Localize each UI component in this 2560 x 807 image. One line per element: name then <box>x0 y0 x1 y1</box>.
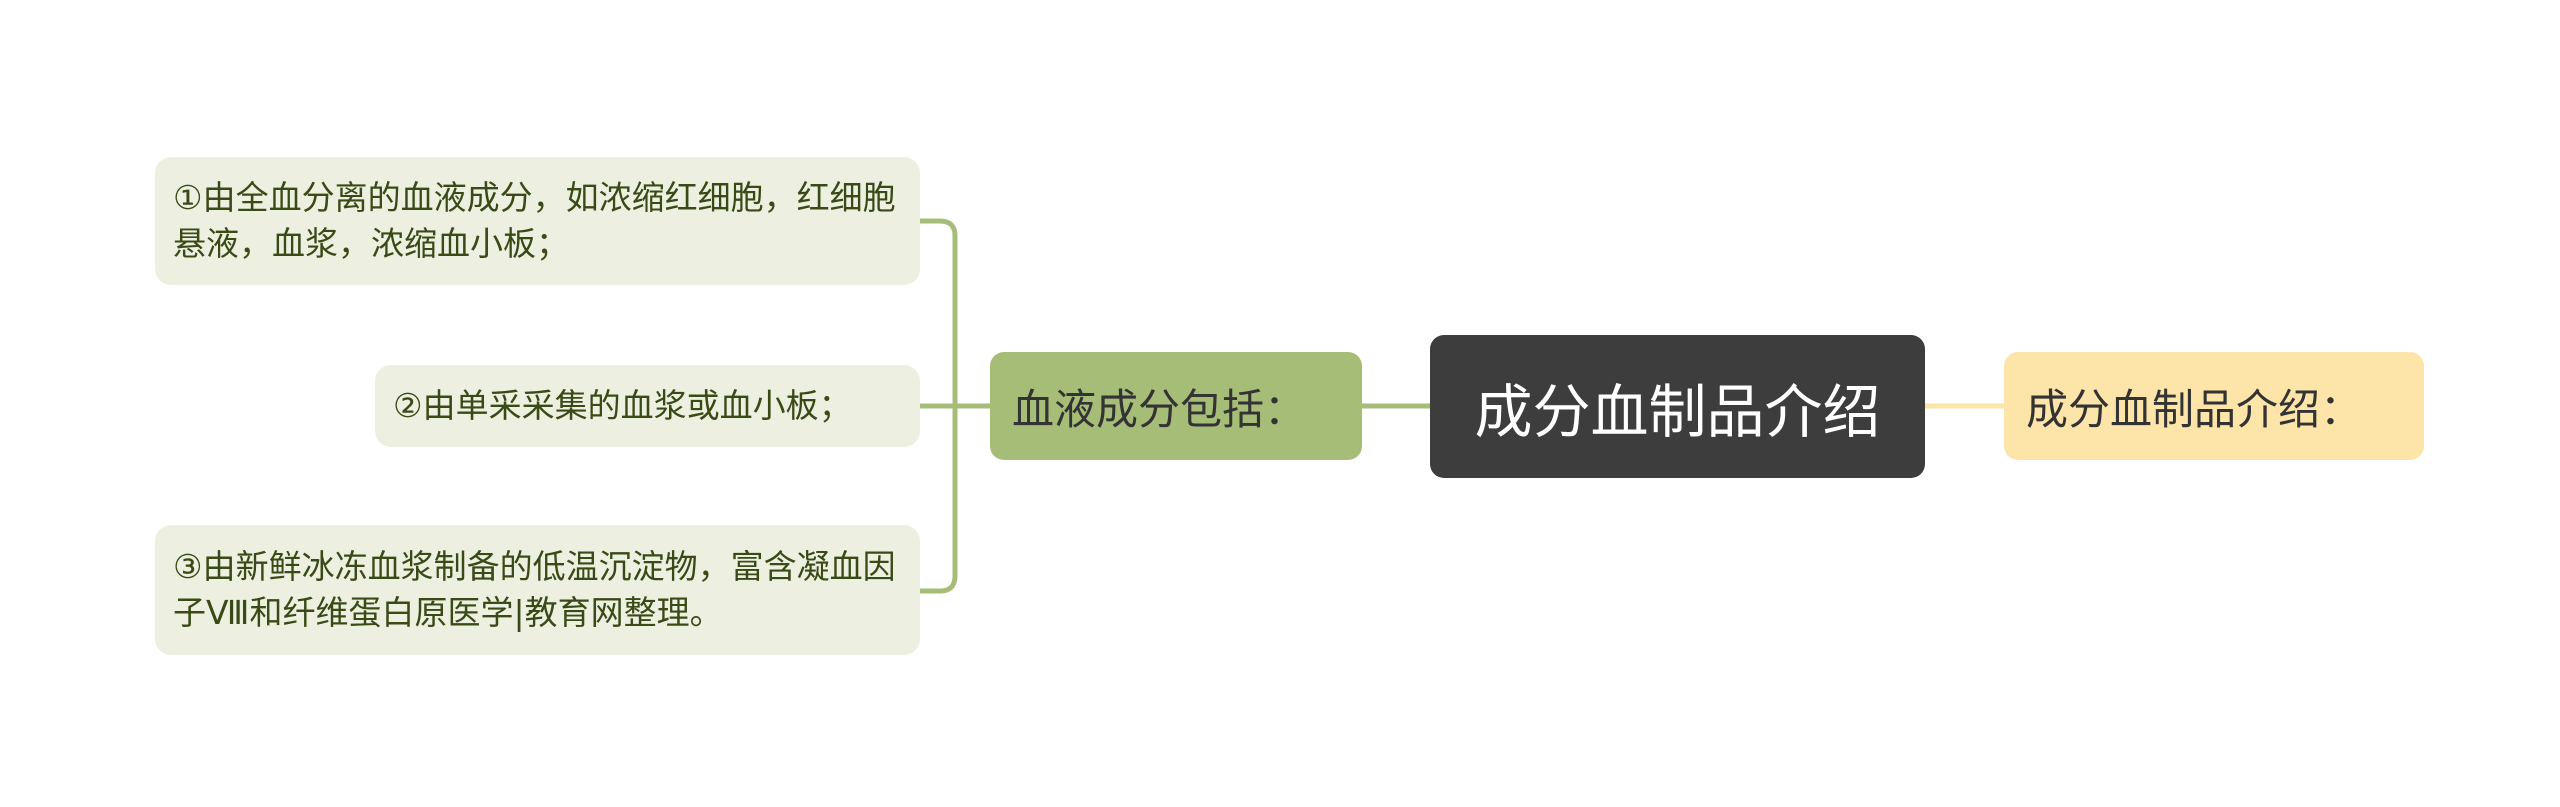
leaf-node-2[interactable]: ②由单采采集的血浆或血小板； <box>375 365 920 447</box>
leaf-node-1[interactable]: ①由全血分离的血液成分，如浓缩红细胞，红细胞悬液，血浆，浓缩血小板； <box>155 157 920 285</box>
leaf-node-3-text: ③由新鲜冰冻血浆制备的低温沉淀物，富含凝血因子Ⅷ和纤维蛋白原医学|教育网整理。 <box>173 547 896 632</box>
left-branch-label: 血液成分包括： <box>1012 384 1307 434</box>
central-topic-label: 成分血制品介绍 <box>1474 377 1881 446</box>
central-topic[interactable]: 成分血制品介绍 <box>1430 335 1925 478</box>
left-branch-node[interactable]: 血液成分包括： <box>990 352 1362 460</box>
right-branch-label: 成分血制品介绍： <box>2026 384 2363 434</box>
leaf-node-1-text: ①由全血分离的血液成分，如浓缩红细胞，红细胞悬液，血浆，浓缩血小板； <box>173 178 896 263</box>
leaf-node-3[interactable]: ③由新鲜冰冻血浆制备的低温沉淀物，富含凝血因子Ⅷ和纤维蛋白原医学|教育网整理。 <box>155 525 920 655</box>
right-branch-node[interactable]: 成分血制品介绍： <box>2004 352 2424 460</box>
leaf-node-2-text: ②由单采采集的血浆或血小板； <box>393 386 852 425</box>
